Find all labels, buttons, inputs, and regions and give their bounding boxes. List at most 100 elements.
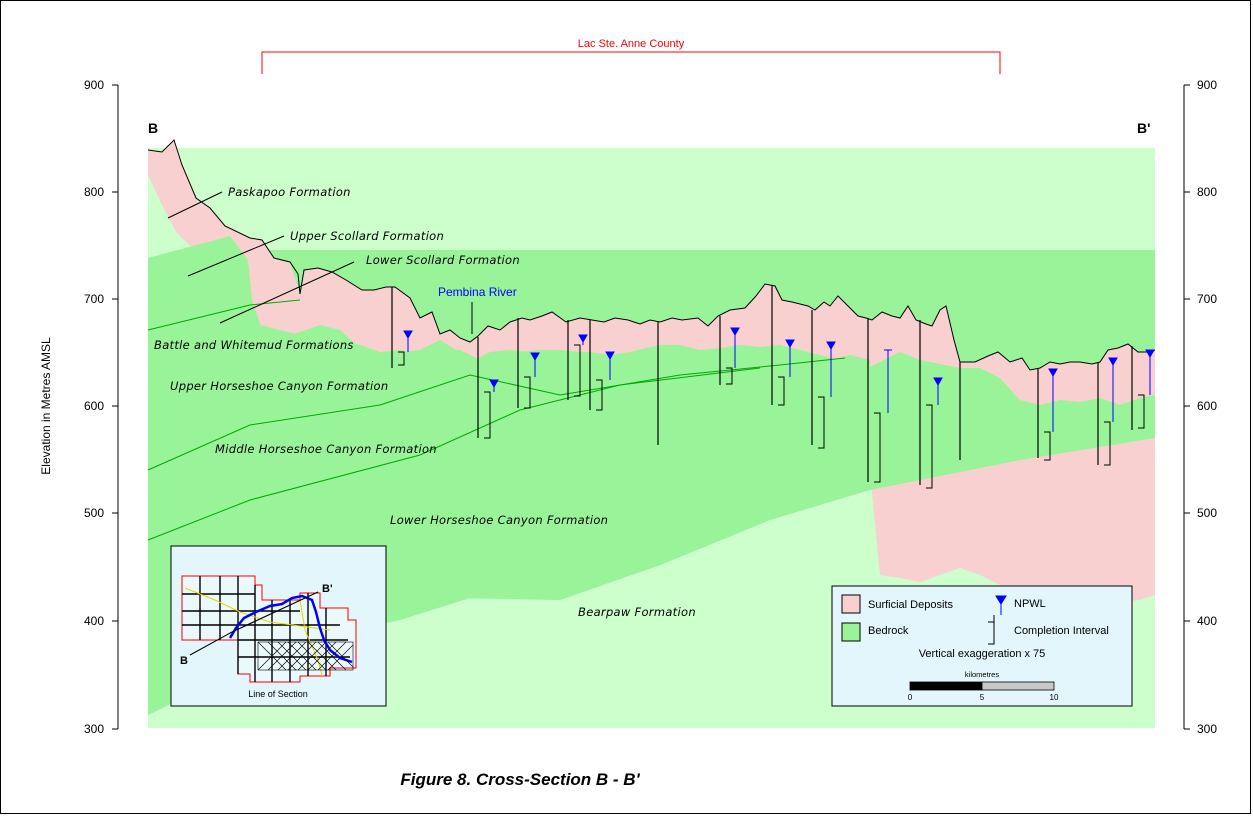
- inset-leader-b: [189, 631, 233, 656]
- legend-npwl-icon: [995, 595, 1007, 615]
- legend-swatch-bedrock: [841, 622, 861, 642]
- right-tick-labels: 900 800 700 600 500 400 300: [1197, 78, 1217, 736]
- y-tick-label: 900: [1197, 78, 1217, 92]
- completion-bracket: [574, 344, 581, 397]
- y-tick-label: 600: [1197, 399, 1217, 413]
- y-tick-label: 800: [84, 185, 104, 199]
- middle-horseshoe-label: Middle Horseshoe Canyon Formation: [215, 442, 437, 456]
- npwl-icon: [1145, 349, 1155, 395]
- npwl-icon: [1048, 368, 1058, 432]
- y-axis-title: Elevation in Metres AMSL: [39, 337, 53, 475]
- inset-start-label: B: [180, 655, 188, 667]
- inset-road: [184, 587, 331, 631]
- river-label: Pembina River: [438, 285, 517, 299]
- npwl-icon: [605, 351, 615, 380]
- npwl-icon: [489, 379, 499, 392]
- completion-bracket: [1044, 431, 1051, 461]
- completion-bracket: [778, 376, 785, 406]
- paskapoo-label: Paskapoo Formation: [228, 185, 351, 199]
- scale-tick: 0: [908, 693, 913, 702]
- completion-bracket: [484, 391, 491, 439]
- county-label: Lac Ste. Anne County: [578, 38, 685, 50]
- figure-caption: Figure 8. Cross-Section B - B': [400, 770, 640, 789]
- section-end-label: B': [1137, 120, 1150, 136]
- scale-bar-grey: [981, 681, 1055, 691]
- battle-whitemud-label: Battle and Whitemud Formations: [154, 338, 354, 352]
- formation-contacts: [147, 299, 846, 541]
- npwl-markers: [403, 327, 1155, 432]
- lower-horseshoe-label: Lower Horseshoe Canyon Formation: [390, 513, 608, 527]
- npwl-icon: [1108, 357, 1118, 422]
- inset-section-line: [231, 591, 319, 633]
- county-bracket: [261, 51, 1001, 74]
- legend: Surficial Deposits Bedrock NPWL Completi…: [831, 585, 1133, 707]
- y-tick-label: 500: [1197, 506, 1217, 520]
- legend-completion-icon: [988, 621, 995, 645]
- inset-river: [228, 594, 353, 664]
- npwl-icon: [884, 349, 892, 413]
- npwl-icon: [578, 334, 588, 345]
- y-tick-label: 400: [84, 614, 104, 628]
- inset-hatched-area: [257, 641, 354, 671]
- contact-middle-horseshoe: [147, 357, 846, 471]
- inset-end-label: B': [322, 583, 333, 595]
- upper-scollard-label: Upper Scollard Formation: [290, 229, 444, 243]
- leader-lower-scollard: [219, 261, 355, 324]
- npwl-icon: [730, 327, 740, 368]
- wells: [391, 286, 1133, 485]
- surficial-deposits: [148, 140, 1155, 610]
- npwl-icon: [933, 377, 943, 405]
- completion-bracket: [398, 351, 405, 366]
- right-y-axis: [1183, 84, 1190, 730]
- ground-surface-line: [147, 139, 1156, 371]
- y-tick-label: 500: [84, 506, 104, 520]
- upper-horseshoe-label: Upper Horseshoe Canyon Formation: [170, 379, 388, 393]
- inset-map: B B' Line of Section: [170, 545, 387, 707]
- leader-paskapoo: [167, 191, 223, 219]
- inset-caption: Line of Section: [248, 689, 308, 699]
- npwl-icon: [530, 352, 540, 377]
- bearpaw-label: Bearpaw Formation: [578, 605, 696, 619]
- leader-upper-scollard: [187, 235, 285, 277]
- completion-bracket: [1104, 421, 1111, 466]
- completion-bracket: [818, 396, 825, 449]
- npwl-icon: [785, 339, 795, 377]
- y-tick-label: 700: [1197, 292, 1217, 306]
- contact-upper-horseshoe: [147, 299, 301, 331]
- left-y-axis: [112, 84, 119, 730]
- y-tick-label: 600: [84, 399, 104, 413]
- completion-bracket: [524, 376, 531, 409]
- completion-bracket: [1138, 394, 1145, 429]
- legend-completion-label: Completion Interval: [1014, 625, 1109, 637]
- npwl-icon: [826, 341, 836, 397]
- y-tick-label: 700: [84, 292, 104, 306]
- npwl-icon: [403, 330, 413, 352]
- legend-surficial-label: Surficial Deposits: [868, 599, 953, 611]
- formation-labels: Paskapoo Formation Upper Scollard Format…: [154, 185, 696, 619]
- y-tick-label: 300: [84, 722, 104, 736]
- legend-npwl-label: NPWL: [1014, 598, 1046, 610]
- bedrock-right-fill: [860, 352, 1155, 490]
- bedrock-mid-fill: [470, 346, 870, 600]
- scale-tick: 5: [980, 693, 985, 702]
- leader-lines: [167, 191, 473, 334]
- left-tick-labels: 900 800 700 600 500 400 300: [84, 78, 104, 736]
- completion-bracket: [926, 404, 933, 489]
- legend-bedrock-label: Bedrock: [868, 625, 909, 637]
- y-tick-label: 900: [84, 78, 104, 92]
- legend-swatch-surficial: [841, 594, 861, 614]
- y-tick-label: 800: [1197, 185, 1217, 199]
- y-tick-label: 300: [1197, 722, 1217, 736]
- scale-tick: 10: [1050, 693, 1059, 702]
- inset-hatching: [257, 641, 354, 671]
- scale-title: kilometres: [965, 670, 999, 679]
- lower-scollard-label: Lower Scollard Formation: [366, 253, 520, 267]
- completion-bracket: [874, 412, 881, 483]
- legend-exaggeration: Vertical exaggeration x 75: [919, 648, 1046, 660]
- completion-bracket: [596, 379, 603, 411]
- y-tick-label: 400: [1197, 614, 1217, 628]
- section-start-label: B: [148, 120, 158, 136]
- completion-bracket: [726, 367, 733, 385]
- completion-intervals: [398, 344, 1145, 489]
